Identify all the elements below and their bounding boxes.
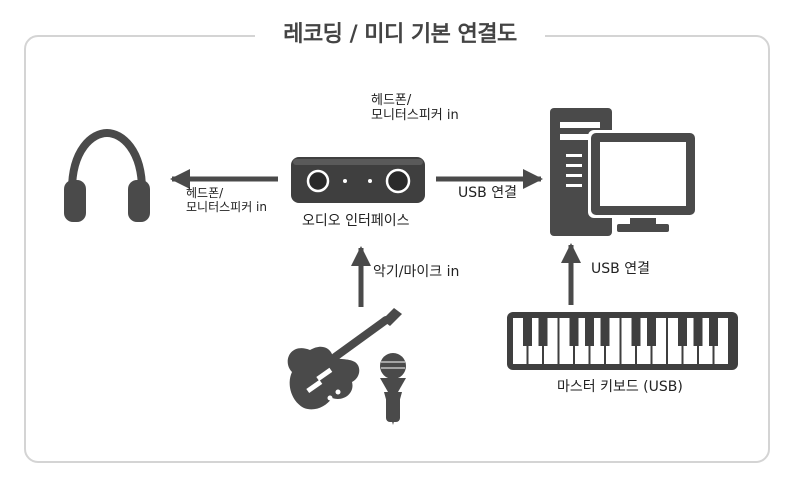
audio-interface-label: 오디오 인터페이스 — [302, 214, 410, 229]
keyboard-black-key — [570, 318, 579, 346]
keyboard-black-key — [632, 318, 641, 346]
keyboard-black-key — [585, 318, 594, 346]
usb-link-keyboard-label: USB 연결 — [591, 262, 650, 277]
monitor-in-label: 헤드폰/ 모니터스피커 in — [371, 93, 459, 123]
keyboard-icon — [507, 312, 738, 370]
keyboard-black-key — [539, 318, 548, 346]
keyboard-black-key — [523, 318, 532, 346]
instrument-mic-in-label: 악기/마이크 in — [373, 265, 459, 280]
keyboard-black-key — [709, 318, 718, 346]
headphone-out-label: 헤드폰/ 모니터스피커 in — [186, 186, 267, 214]
keyboard-black-key — [601, 318, 610, 346]
computer-icon — [550, 108, 698, 236]
master-keyboard-label: 마스터 키보드 (USB) — [557, 380, 683, 395]
headphones-icon — [64, 133, 150, 222]
usb-link-pc-label: USB 연결 — [458, 186, 517, 201]
audio-interface-icon — [291, 157, 425, 203]
headphone-out-label-line2: 모니터스피커 in — [186, 200, 267, 214]
microphone-icon — [380, 353, 406, 425]
headphone-out-label-line1: 헤드폰/ — [186, 186, 267, 200]
keyboard-black-key — [678, 318, 687, 346]
monitor-in-label-line2: 모니터스피커 in — [371, 108, 459, 123]
keyboard-black-key — [647, 318, 656, 346]
keyboard-black-key — [694, 318, 703, 346]
monitor-in-label-line1: 헤드폰/ — [371, 93, 459, 108]
